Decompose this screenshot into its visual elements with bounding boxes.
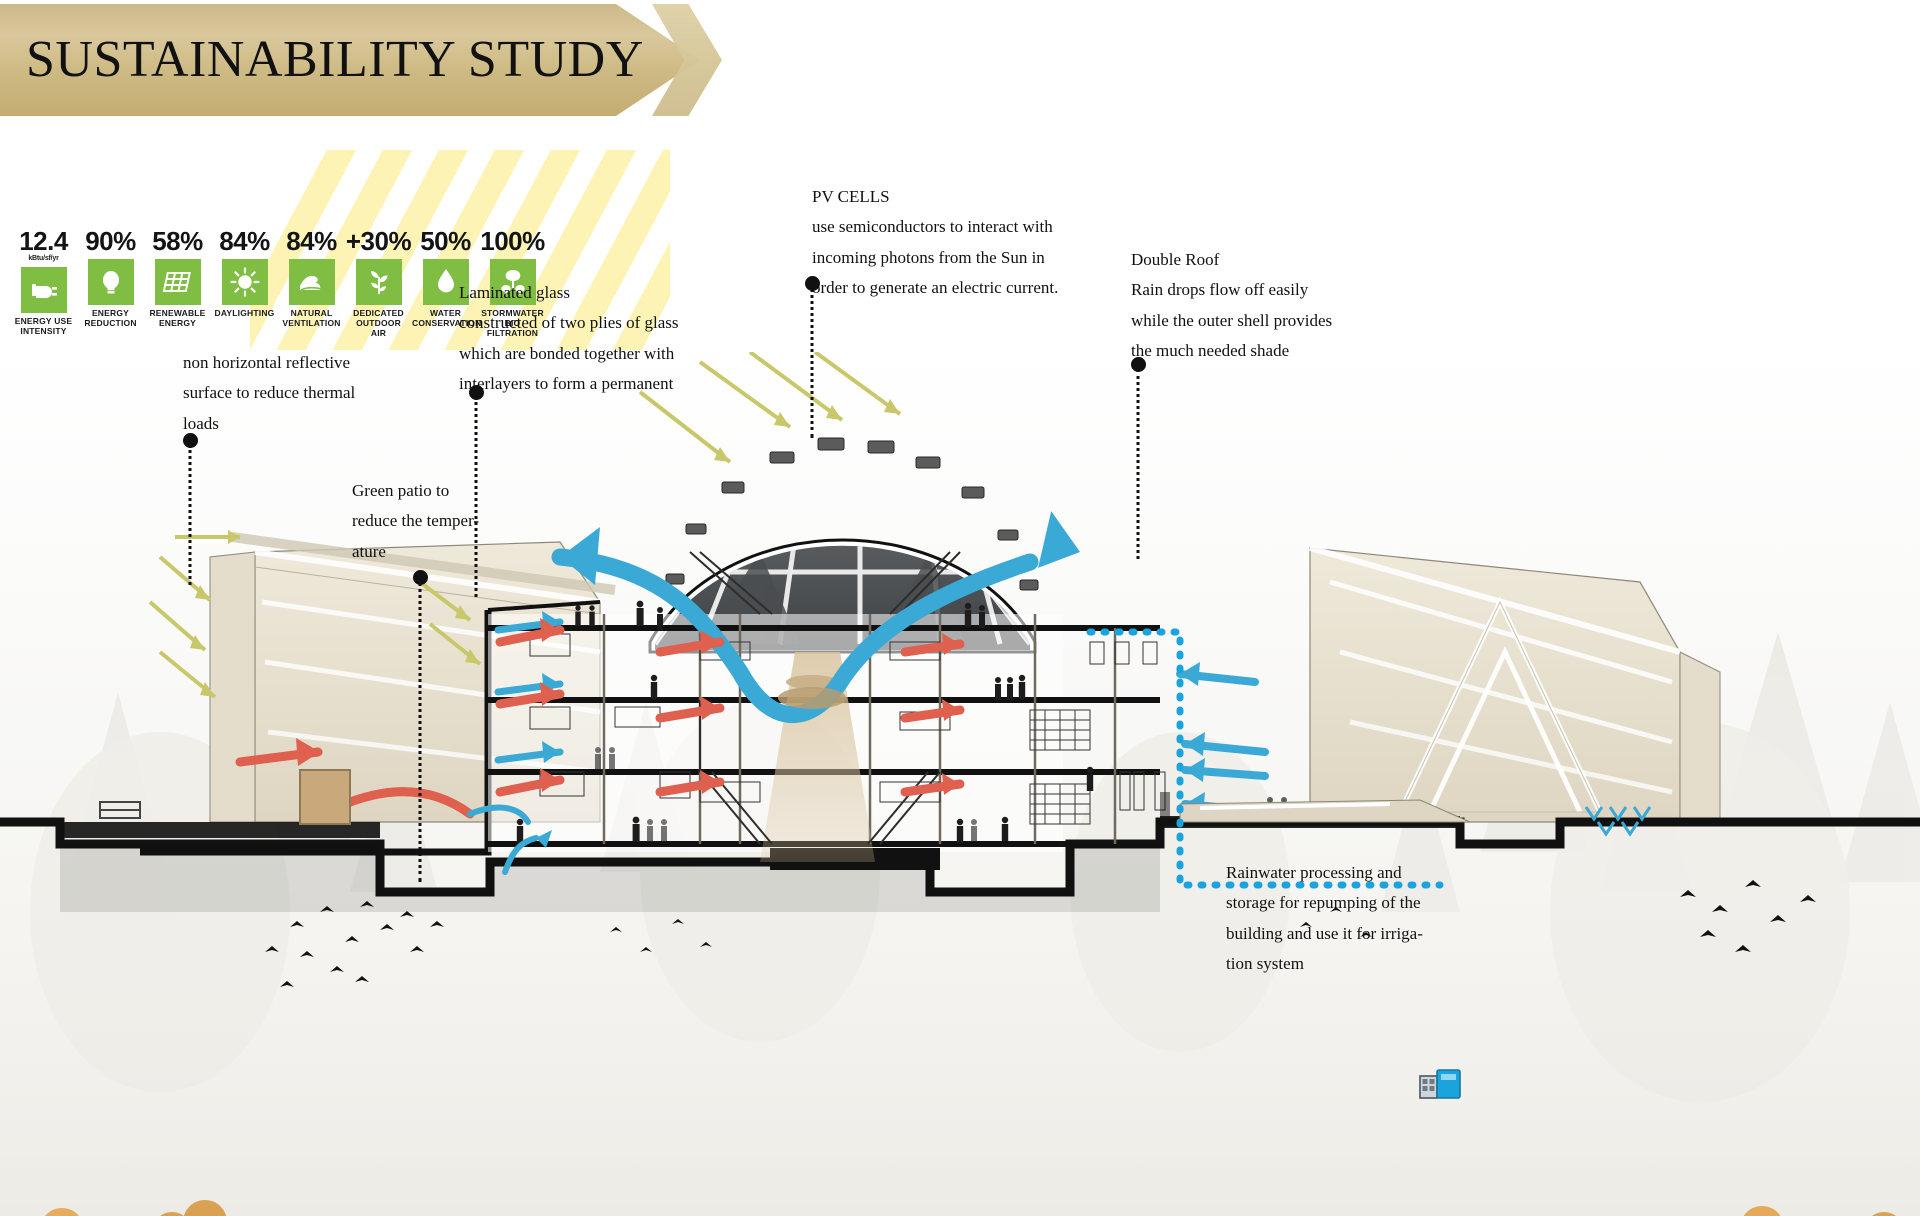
right-wing-canopy <box>1160 792 1471 823</box>
site-furniture <box>99 801 141 819</box>
metric-value: 100% <box>480 226 545 256</box>
page-title: SUSTAINABILITY STUDY <box>26 31 644 88</box>
annotation-line: Rainwater processing and <box>1226 863 1402 882</box>
bird-flock-right <box>1300 880 1816 952</box>
leader-dotted-line <box>474 397 478 597</box>
atrium-disc <box>786 675 838 689</box>
autumn-tree-left <box>45 1208 79 1216</box>
metric-unit: kBtu/sf/yr <box>28 255 59 262</box>
autumn-tree-right <box>1743 1206 1781 1216</box>
airflow-courtyard <box>467 804 539 875</box>
sun-icon <box>221 259 268 305</box>
rainwater-tank-icon <box>1419 1066 1461 1100</box>
bird-flock-mid <box>610 919 712 952</box>
annotation-line: order to generate an electric current. <box>812 277 1059 297</box>
leader-dot <box>182 433 198 448</box>
airflow-blue-arrowheads <box>560 511 1080 585</box>
annotation-heading: Double Roof <box>1131 250 1220 269</box>
annotation-rainwater: Rainwater processing and storage for rep… <box>1226 858 1556 979</box>
sun-ray-arrows <box>148 352 902 699</box>
airflow-return-disc <box>778 687 846 709</box>
annotation-line: reduce the temper- <box>352 511 480 531</box>
annotation-line: while the outer shell provides <box>1131 310 1333 330</box>
leader-dotted-line <box>188 445 192 585</box>
annotation-pv-cells: PV CELLS use semiconductors to interact … <box>812 182 1112 303</box>
annotation-line: Green patio to <box>352 481 450 500</box>
annotation-green-patio: Green patio to reduce the temper- ature <box>352 476 562 567</box>
annotation-line: surface to reduce thermal <box>183 383 356 403</box>
entry-door <box>299 769 351 825</box>
autumn-tree-left-2 <box>160 1200 227 1216</box>
annotation-laminated-glass: Laminated glass constructed of two plies… <box>459 278 759 399</box>
metric-value: 84% <box>286 226 337 256</box>
rainwater-dotted-route <box>1086 628 1444 889</box>
water-drop-icon <box>422 259 469 305</box>
metric-value: 50% <box>420 226 471 256</box>
people-silhouettes <box>516 600 1287 843</box>
lightbulb-icon <box>87 259 134 305</box>
leader-dot <box>468 385 484 400</box>
metric-value: 12.4 <box>19 226 68 256</box>
annotation-line: storage for repumping of the <box>1226 893 1421 913</box>
annotation-line: incoming photons from the Sun in <box>812 247 1045 267</box>
rain-drip-arrows <box>1584 806 1652 837</box>
metric-value: 84% <box>219 226 270 256</box>
annotation-line: ature <box>352 541 386 561</box>
plant-icon <box>355 259 402 305</box>
leader-dotted-line <box>418 582 422 882</box>
leader-dotted-line <box>810 288 814 438</box>
solar-panel-icon <box>154 259 201 305</box>
wind-icon <box>288 259 335 305</box>
tree-filtration-icon <box>489 259 536 305</box>
airflow-blue-major <box>551 548 1039 724</box>
annotation-line: non horizontal reflective <box>183 353 351 372</box>
railings <box>529 633 1166 825</box>
metric-daylighting: 84% DAYLIGHTING <box>211 228 278 338</box>
metric-caption: DAYLIGHTING <box>214 308 275 318</box>
annotation-heading: Laminated glass <box>459 283 570 302</box>
pv-panel-array <box>665 437 1039 591</box>
autumn-tree-right-2 <box>1872 1212 1896 1216</box>
annotation-double-roof: Double Roof Rain drops flow off easily w… <box>1131 245 1461 366</box>
banner-shape <box>0 4 700 116</box>
annotation-line: tion system <box>1226 953 1304 973</box>
metric-value: +30% <box>345 226 412 256</box>
leader-dot <box>1130 357 1146 372</box>
annotation-line: Rain drops flow off easily <box>1131 280 1309 300</box>
leader-dot <box>804 276 820 291</box>
building-section-drawing <box>0 352 1920 912</box>
metric-value: 90% <box>85 226 136 256</box>
annotation-line: loads <box>183 413 219 433</box>
annotation-heading: PV CELLS <box>812 187 890 206</box>
annotation-line: use semiconductors to interact with <box>812 217 1053 237</box>
annotation-line: interlayers to form a permanent <box>459 373 674 393</box>
metric-value: 58% <box>152 226 203 256</box>
title-banner: SUSTAINABILITY STUDY <box>0 4 722 116</box>
annotation-line: which are bonded together with <box>459 343 675 363</box>
right-wing-shell <box>1309 545 1721 823</box>
annotation-line: building and use it for irriga- <box>1226 923 1423 943</box>
annotation-reflective-surface: non horizontal reflective surface to red… <box>183 348 483 439</box>
bird-flock-left <box>265 901 444 987</box>
plug-icon <box>20 267 67 313</box>
leader-dot <box>412 570 428 585</box>
annotation-line: the much needed shade <box>1131 340 1290 360</box>
annotation-line: constructed of two plies of glass <box>459 313 679 333</box>
leader-dotted-line <box>1136 369 1140 559</box>
